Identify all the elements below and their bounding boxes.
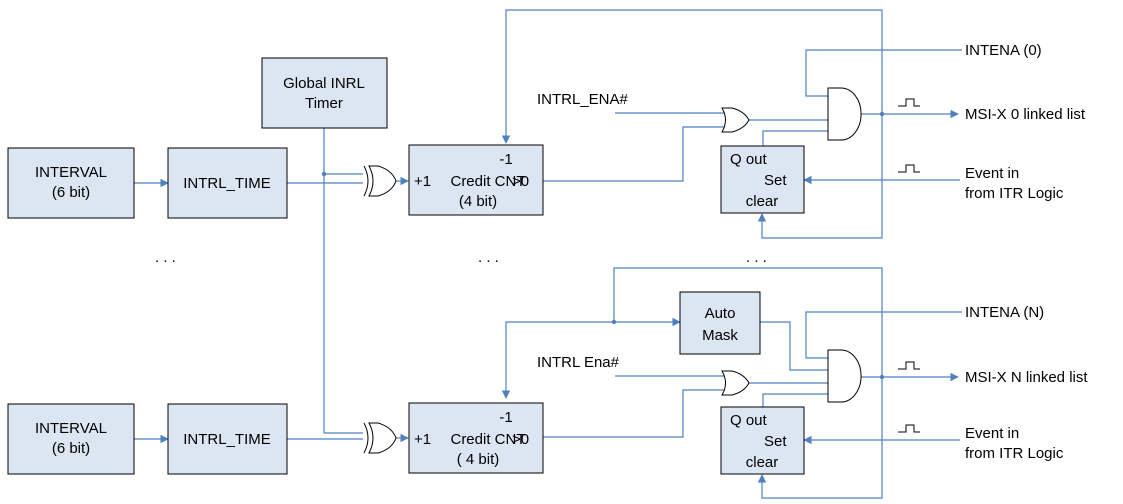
top-credit-minus: -1 — [499, 151, 512, 168]
auto-mask-line2: Mask — [702, 327, 738, 344]
ellipsis-middle: . . . — [478, 249, 499, 266]
bottom-interval-line2: (6 bit) — [52, 440, 90, 457]
bottom-credit-minus: -1 — [499, 409, 512, 426]
top-event-line2: from ITR Logic — [965, 185, 1064, 202]
bottom-interval-line1: INTERVAL — [35, 420, 107, 437]
auto-mask-line1: Auto — [705, 305, 736, 322]
bottom-q-clear: clear — [746, 454, 779, 471]
bottom-msix-label: MSI-X N linked list — [965, 369, 1088, 386]
bottom-event-line1: Event in — [965, 425, 1019, 442]
top-ena-label: INTRL_ENA# — [537, 91, 629, 108]
bottom-msix-pulse-icon — [898, 361, 920, 370]
bottom-intrl-time-label: INTRL_TIME — [183, 431, 271, 448]
bottom-credit-cnt-box — [408, 402, 544, 474]
top-or-gate — [721, 107, 750, 133]
global-timer-line2: Timer — [305, 95, 343, 112]
bottom-credit-plus: +1 — [414, 431, 431, 448]
top-interval-line1: INTERVAL — [35, 164, 107, 181]
top-wires — [134, 9, 962, 239]
bottom-ena-label: INTRL Ena# — [537, 354, 620, 371]
bottom-q-block — [720, 406, 805, 475]
bottom-credit-bits: ( 4 bit) — [457, 451, 500, 468]
bottom-and-gate — [827, 349, 862, 403]
top-event-line1: Event in — [965, 165, 1019, 182]
top-credit-name: Credit CNT — [450, 173, 525, 190]
bottom-credit-name: Credit CNT — [450, 431, 525, 448]
bottom-event-line2: from ITR Logic — [965, 445, 1064, 462]
bottom-xor-gate — [363, 422, 397, 454]
top-interval-box — [7, 147, 135, 219]
ellipsis-left: . . . — [155, 249, 176, 266]
bottom-q-out: Q out — [730, 412, 768, 429]
bottom-credit-gt: >0 — [512, 431, 529, 448]
top-intena-label: INTENA (0) — [965, 42, 1042, 59]
global-timer-box — [261, 57, 388, 129]
top-q-block — [720, 145, 805, 214]
top-q-out: Q out — [730, 151, 768, 168]
auto-mask-box — [679, 291, 761, 355]
top-intrl-time-box — [167, 147, 288, 219]
bottom-intena-label: INTENA (N) — [965, 304, 1044, 321]
bottom-or-gate — [721, 370, 750, 396]
bottom-wires — [134, 267, 962, 499]
top-credit-plus: +1 — [414, 173, 431, 190]
top-xor-gate — [363, 165, 397, 197]
top-intrl-time-label: INTRL_TIME — [183, 175, 271, 192]
top-msix-pulse-icon — [898, 98, 920, 107]
top-msix-label: MSI-X 0 linked list — [965, 106, 1086, 123]
global-timer-line1: Global INRL — [283, 75, 365, 92]
bottom-event-pulse-icon — [898, 424, 920, 433]
bottom-interval-box — [7, 403, 135, 475]
top-interval-line2: (6 bit) — [52, 184, 90, 201]
bottom-intrl-time-box — [167, 403, 288, 475]
top-event-pulse-icon — [898, 164, 920, 173]
top-credit-gt: >0 — [512, 173, 529, 190]
ellipsis-right: . . . — [746, 249, 767, 266]
bottom-q-set: Set — [764, 433, 787, 450]
global-timer-wires — [321, 128, 363, 434]
top-credit-bits: (4 bit) — [459, 193, 497, 210]
top-q-clear: clear — [746, 193, 779, 210]
top-credit-cnt-box — [408, 144, 544, 216]
top-q-set: Set — [764, 172, 787, 189]
top-and-gate — [827, 87, 862, 141]
